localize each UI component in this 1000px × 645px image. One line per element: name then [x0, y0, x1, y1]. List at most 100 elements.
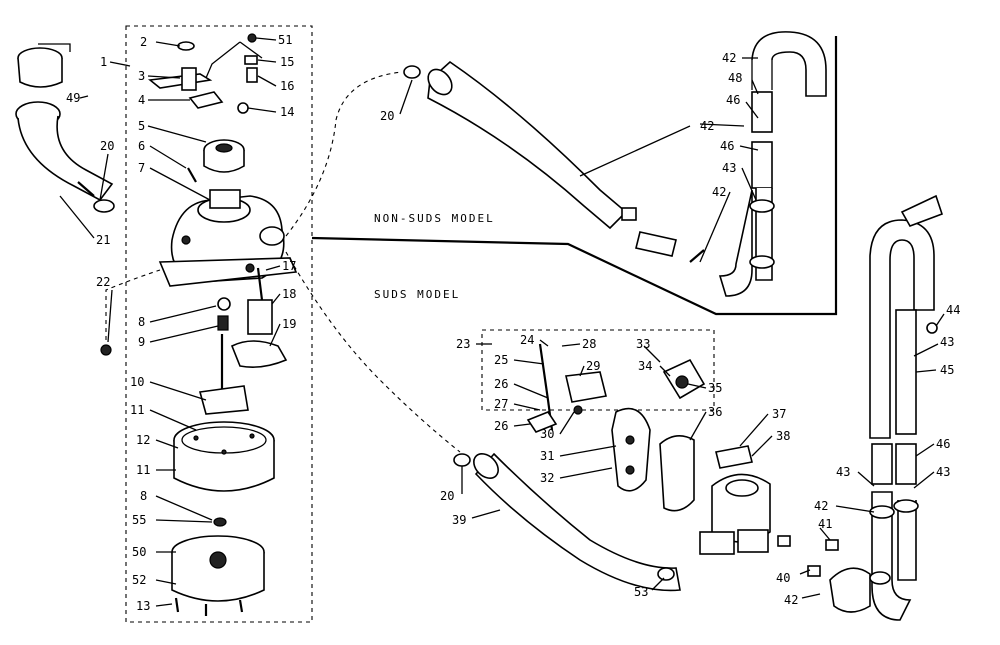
callout-15: 15: [280, 55, 294, 69]
valve-body-top: [725, 479, 759, 497]
leader-10: [149, 381, 207, 401]
non-suds-hose-end: [427, 68, 453, 96]
drain-elbow: [829, 567, 871, 613]
part-37-nozzle: [715, 445, 753, 469]
plate-hole-2: [625, 465, 635, 475]
leader-5: [147, 125, 207, 143]
leader-6: [149, 145, 187, 169]
leader-46c: [915, 443, 935, 457]
leader-40: [799, 569, 811, 575]
leader-32: [559, 467, 613, 479]
callout-31: 31: [540, 449, 554, 463]
pump-assembly-group: [125, 25, 313, 623]
part-20-clamp-lower: [453, 453, 471, 467]
callout-3: 3: [138, 69, 145, 83]
hose-clamp-band: [77, 181, 95, 197]
callout-27: 27: [494, 397, 508, 411]
part-18-plate: [247, 299, 273, 335]
callout-21: 21: [96, 233, 110, 247]
leader-30: [559, 411, 575, 435]
callout-30: 30: [540, 427, 554, 441]
part-9-nut: [217, 315, 229, 331]
suds-assembly-group: [285, 194, 944, 621]
leader-45: [915, 369, 937, 373]
leader-7: [149, 167, 211, 201]
callout-39: 39: [452, 513, 466, 527]
pump-flange: [158, 257, 298, 287]
part-35-screw: [675, 375, 689, 389]
callout-43-top: 43: [722, 161, 736, 175]
leader-43c: [913, 471, 935, 489]
callout-18: 18: [282, 287, 296, 301]
callout-25: 25: [494, 353, 508, 367]
part-13-screw-1: [174, 597, 180, 613]
callout-13: 13: [136, 599, 150, 613]
leader-26a: [513, 383, 549, 399]
valve-outlet-right: [737, 529, 769, 553]
part-19-bracket: [230, 340, 288, 368]
part-22-plug: [100, 344, 112, 356]
leader-46a: [745, 101, 759, 119]
pump-outlet-stub: [209, 189, 241, 209]
part-22-guide: [105, 269, 161, 340]
part-51-wire-b: [239, 41, 263, 59]
callout-40: 40: [776, 571, 790, 585]
pump-assembly-bracket: [125, 25, 313, 623]
callout-43-right: 43: [936, 465, 950, 479]
callout-53: 53: [634, 585, 648, 599]
leader-28: [561, 343, 581, 347]
part-52-base-body: [171, 552, 265, 602]
leader-17: [265, 265, 281, 271]
callout-42-mid: 42: [700, 119, 714, 133]
callout-20-left: 20: [100, 139, 114, 153]
part-43-clamp-r: [893, 499, 919, 513]
part-46-coupler-b: [895, 443, 917, 485]
part-42-clamp: [749, 255, 775, 269]
part-53-clamp: [657, 567, 675, 581]
callout-28: 28: [582, 337, 596, 351]
callout-14: 14: [280, 105, 294, 119]
leader-25: [513, 359, 545, 365]
leader-29: [579, 365, 585, 377]
part-12-body: [173, 440, 275, 492]
callout-51: 51: [278, 33, 292, 47]
part-30-pin: [573, 405, 583, 415]
callout-42-right: 42: [814, 499, 828, 513]
callout-43-left: 43: [836, 465, 850, 479]
leader-41: [819, 527, 831, 541]
pump-side-port: [259, 226, 285, 246]
leader-43b: [857, 471, 875, 487]
leader-42e: [801, 593, 821, 599]
leader-37: [739, 413, 769, 447]
j-hose-end-cap: [900, 194, 944, 227]
leader-21: [59, 195, 95, 239]
leader-15: [257, 59, 277, 63]
hose-clamp-mid: [621, 207, 637, 221]
leader-16: [257, 75, 277, 87]
leader-46b: [739, 145, 759, 151]
leader-11a: [149, 409, 197, 431]
callout-46-right: 46: [936, 437, 950, 451]
part-20-clamp-left: [93, 199, 115, 213]
part-41-clip: [777, 535, 791, 547]
callout-8: 8: [138, 315, 145, 329]
callout-52: 52: [132, 573, 146, 587]
leader-33: [643, 345, 661, 363]
part-2-clip: [177, 41, 195, 51]
callout-42-low: 42: [712, 185, 726, 199]
callout-20-lower: 20: [440, 489, 454, 503]
part-43-clamp: [749, 199, 775, 213]
callout-42-bottom: 42: [784, 593, 798, 607]
suds-valve-bracket: [481, 329, 715, 411]
callout-46-top: 46: [726, 93, 740, 107]
callout-20-top: 20: [380, 109, 394, 123]
leader-44: [935, 313, 945, 327]
leader-48: [751, 79, 759, 95]
leader-49: [79, 95, 89, 99]
callout-46-mid: 46: [720, 139, 734, 153]
callout-8-lower: 8: [140, 489, 147, 503]
callout-34: 34: [638, 359, 652, 373]
part-14-screw: [237, 102, 249, 114]
leader-18: [271, 293, 281, 305]
